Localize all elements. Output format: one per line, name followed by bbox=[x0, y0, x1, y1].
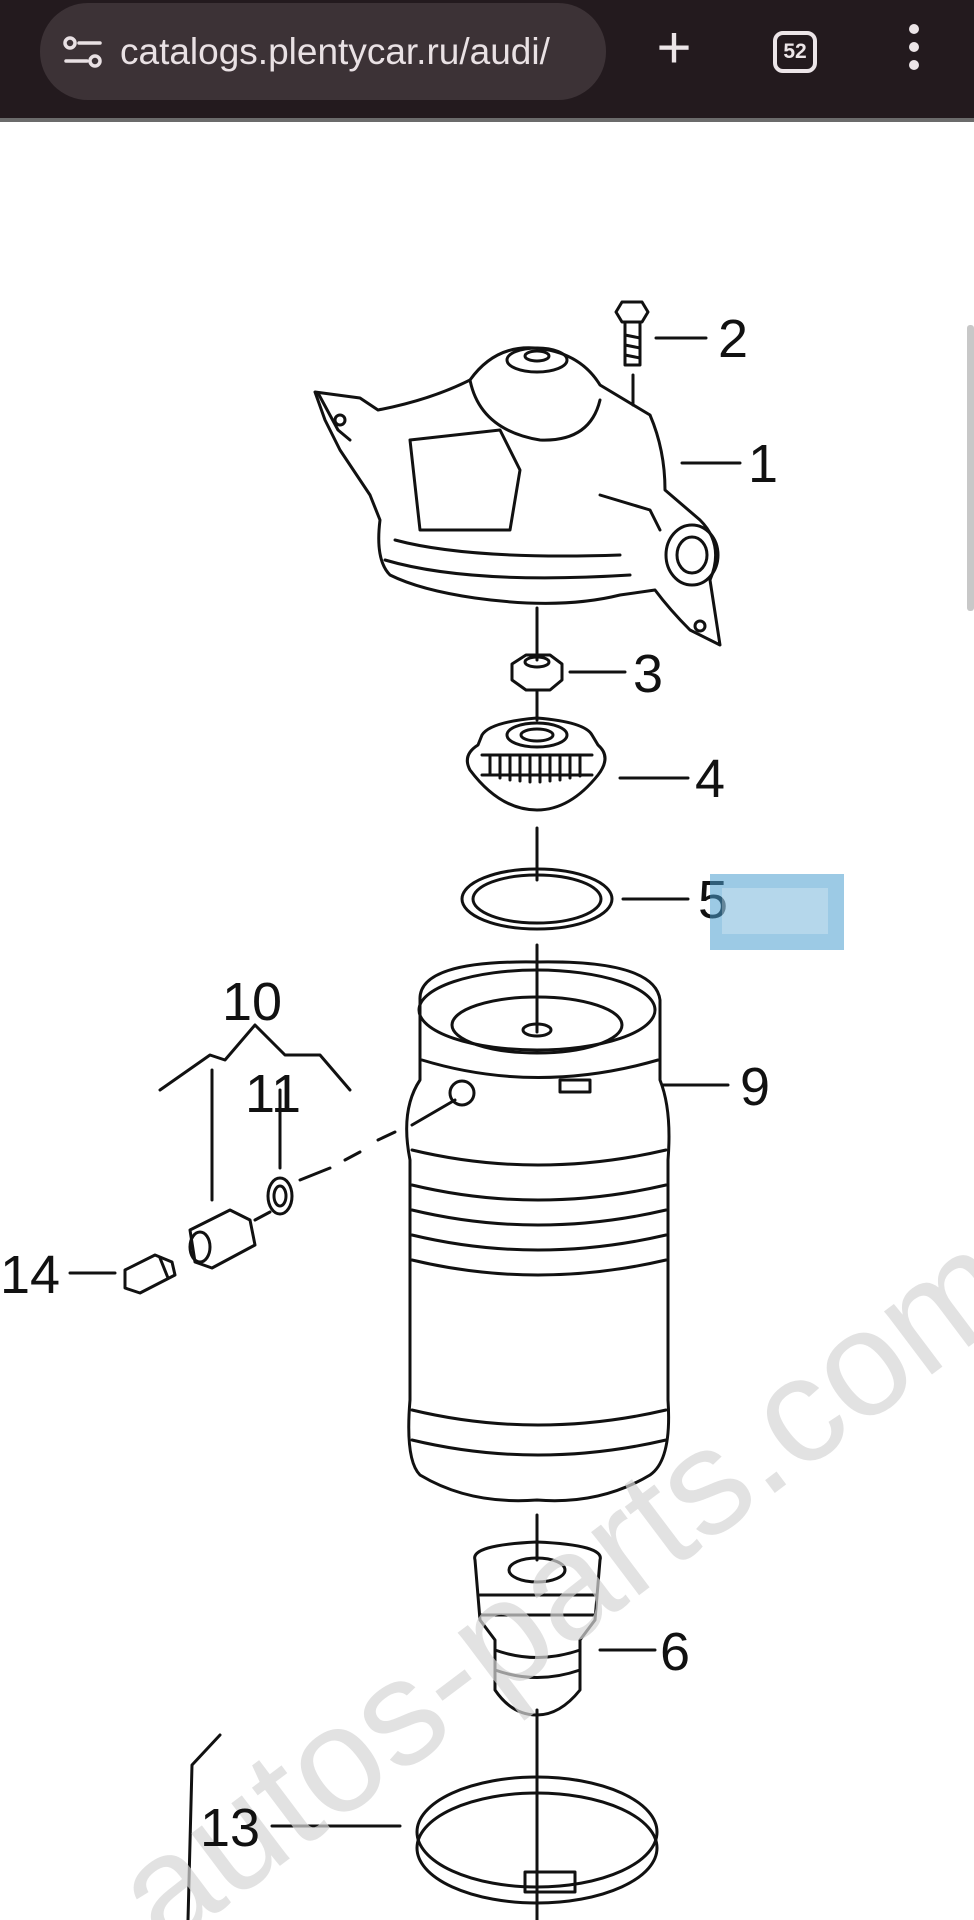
callout-3: 3 bbox=[633, 644, 663, 704]
part-2-bolt bbox=[614, 300, 650, 324]
part-9-filter bbox=[405, 960, 671, 1503]
parts-diagram: autos-parts.com 2 1 3 4 5 9 10 11 14 6 1… bbox=[0, 300, 974, 1920]
tab-switcher-icon[interactable]: 52 bbox=[773, 31, 817, 73]
address-bar[interactable]: catalogs.plentycar.ru/audi/ bbox=[40, 3, 606, 100]
part-4-cap bbox=[465, 716, 607, 812]
new-tab-icon[interactable]: + bbox=[656, 14, 692, 81]
callout-14: 14 bbox=[0, 1245, 60, 1305]
callout-13: 13 bbox=[200, 1798, 260, 1858]
part-14-plug bbox=[123, 1253, 177, 1295]
browser-toolbar: catalogs.plentycar.ru/audi/ + 52 bbox=[0, 0, 974, 122]
part-3-nut bbox=[510, 653, 564, 692]
part-13-clamp bbox=[415, 1775, 659, 1889]
site-info-icon[interactable] bbox=[62, 35, 104, 71]
page-content: autos-parts.com 2 1 3 4 5 9 10 11 14 6 1… bbox=[0, 122, 974, 1920]
selection-highlight-inner bbox=[722, 888, 828, 934]
scrollbar-thumb[interactable] bbox=[967, 325, 974, 611]
part-11-washer bbox=[266, 1176, 294, 1216]
part-5-oring bbox=[460, 867, 614, 931]
callout-1: 1 bbox=[748, 434, 778, 494]
callout-10: 10 bbox=[222, 972, 282, 1032]
menu-icon[interactable] bbox=[900, 24, 928, 78]
part-10-fitting bbox=[188, 1208, 257, 1270]
part-1-housing bbox=[313, 346, 722, 647]
callout-11: 11 bbox=[245, 1064, 301, 1124]
callout-6: 6 bbox=[660, 1622, 690, 1682]
selection-highlight[interactable] bbox=[710, 874, 844, 950]
callout-2: 2 bbox=[718, 309, 748, 369]
callout-4: 4 bbox=[695, 749, 725, 809]
callout-9: 9 bbox=[740, 1057, 770, 1117]
url-text[interactable]: catalogs.plentycar.ru/audi/ bbox=[120, 31, 550, 72]
part-6-adapter bbox=[473, 1540, 602, 1717]
